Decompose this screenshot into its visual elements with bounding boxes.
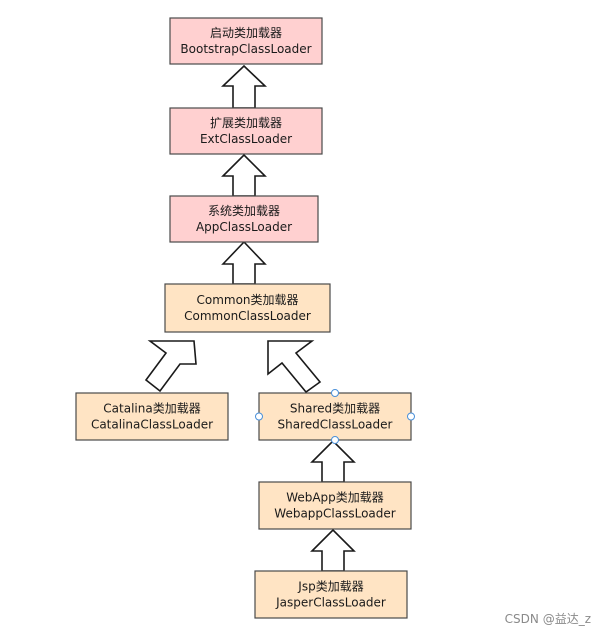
node-classname: BootstrapClassLoader xyxy=(180,42,311,56)
node-catalina[interactable]: Catalina类加载器 CatalinaClassLoader xyxy=(75,392,229,441)
arrow-shared-to-common xyxy=(267,340,322,394)
node-classname: CommonClassLoader xyxy=(184,309,311,323)
arrows-layer xyxy=(144,64,356,572)
node-classname: ExtClassLoader xyxy=(200,132,292,146)
node-box xyxy=(169,17,323,65)
handle-right[interactable] xyxy=(407,412,415,421)
arrow-webapp-to-shared xyxy=(310,439,356,483)
node-shared[interactable]: Shared类加载器 SharedClassLoader xyxy=(258,392,412,441)
node-ext[interactable]: 扩展类加载器 ExtClassLoader xyxy=(169,107,323,155)
node-classname: WebappClassLoader xyxy=(274,507,395,521)
node-title: 扩展类加载器 xyxy=(210,116,282,130)
node-box xyxy=(164,283,331,333)
node-classname: JasperClassLoader xyxy=(275,596,386,610)
node-box xyxy=(75,392,229,441)
node-classname: SharedClassLoader xyxy=(278,418,393,432)
node-title: Jsp类加载器 xyxy=(297,580,363,594)
node-classname: CatalinaClassLoader xyxy=(91,418,213,432)
node-title: Shared类加载器 xyxy=(290,402,380,416)
node-title: Common类加载器 xyxy=(196,293,298,307)
nodes-layer: 启动类加载器 BootstrapClassLoader 扩展类加载器 ExtClass… xyxy=(75,17,412,619)
node-jsp[interactable]: Jsp类加载器 JasperClassLoader xyxy=(254,570,408,619)
node-common[interactable]: Common类加载器 CommonClassLoader xyxy=(164,283,331,333)
handle-bottom[interactable] xyxy=(331,436,339,444)
arrow-app-to-ext xyxy=(221,153,267,197)
node-box xyxy=(169,107,323,155)
node-box xyxy=(169,195,319,243)
node-box xyxy=(254,570,408,619)
node-webapp[interactable]: WebApp类加载器 WebappClassLoader xyxy=(258,481,412,530)
arrow-common-to-app xyxy=(221,240,267,285)
arrow-jsp-to-webapp xyxy=(310,528,356,572)
handle-top[interactable] xyxy=(331,389,339,397)
watermark: CSDN @益达_z xyxy=(504,612,591,626)
node-title: 启动类加载器 xyxy=(210,26,282,40)
node-app[interactable]: 系统类加载器 AppClassLoader xyxy=(169,195,319,243)
node-title: WebApp类加载器 xyxy=(286,491,384,505)
arrow-ext-to-bootstrap xyxy=(221,64,267,109)
node-title: 系统类加载器 xyxy=(208,204,280,218)
node-box xyxy=(258,392,412,441)
node-classname: AppClassLoader xyxy=(196,220,292,234)
node-bootstrap[interactable]: 启动类加载器 BootstrapClassLoader xyxy=(169,17,323,65)
arrow-catalina-to-common xyxy=(144,340,197,393)
node-title: Catalina类加载器 xyxy=(103,402,200,416)
selection-handles xyxy=(255,389,415,444)
handle-left[interactable] xyxy=(255,412,263,421)
node-box xyxy=(258,481,412,530)
